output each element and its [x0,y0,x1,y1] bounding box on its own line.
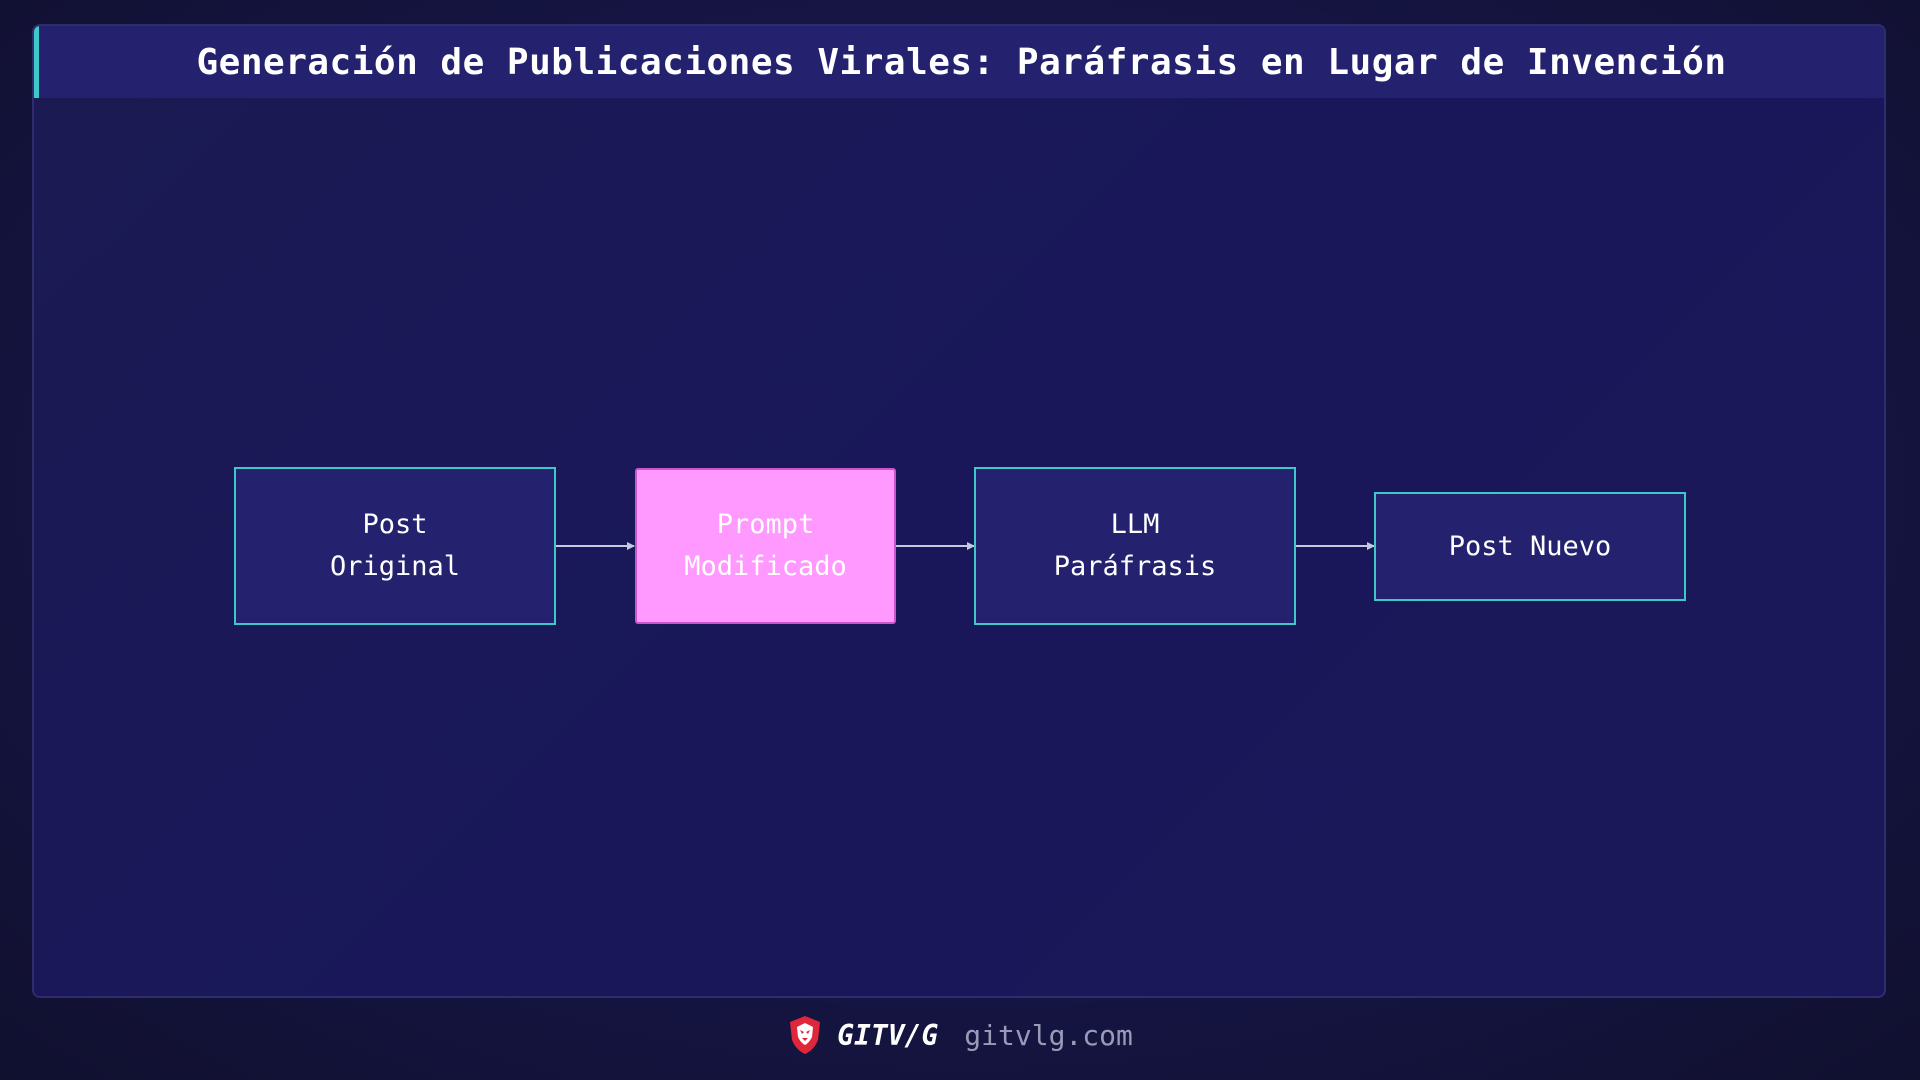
node-prompt-modificado-label: Prompt Modificado [684,509,847,582]
node-post-original: Post Original [234,467,556,625]
brand-domain-link[interactable]: gitvlg.com [964,1018,1133,1052]
page-title: Generación de Publicaciones Virales: Par… [196,41,1727,83]
lion-shield-icon [787,1015,823,1055]
node-post-original-label: Post Original [329,509,461,582]
node-prompt-modificado: Prompt Modificado [635,468,896,624]
node-llm-parafrasis: LLM Paráfrasis [974,467,1296,625]
node-post-nuevo: Post Nuevo [1374,492,1686,601]
node-post-nuevo-label: Post Nuevo [1448,530,1612,562]
footer: GITV/G gitvlg.com [0,1010,1920,1060]
brand-name: GITV/G [837,1018,939,1052]
title-bar: Generación de Publicaciones Virales: Par… [34,26,1884,98]
node-llm-parafrasis-label: LLM Paráfrasis [1053,509,1217,582]
